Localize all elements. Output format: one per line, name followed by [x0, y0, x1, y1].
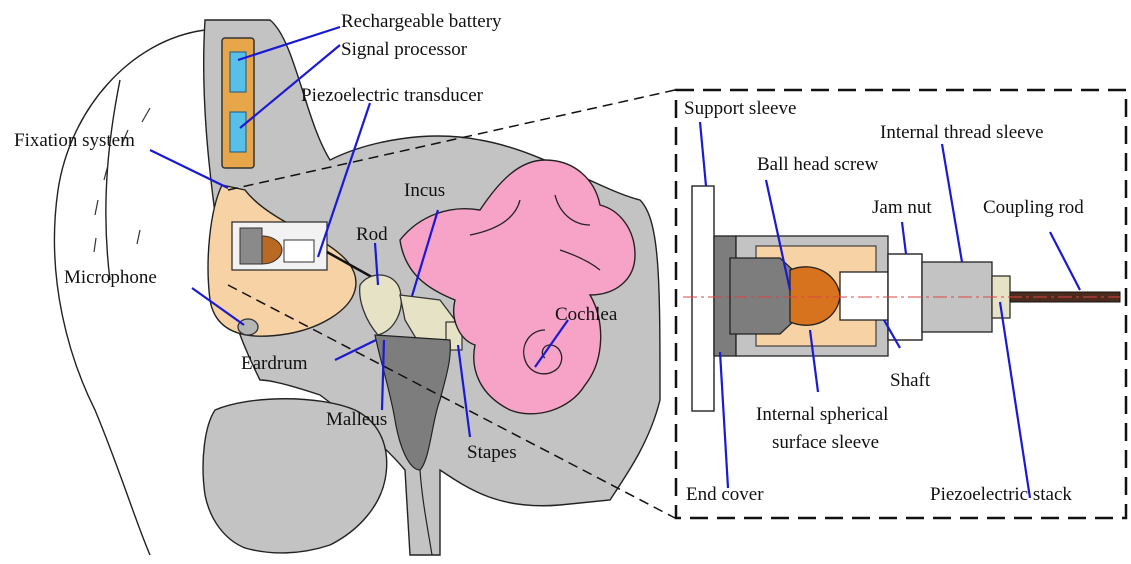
- transducer-detail-panel: [676, 90, 1126, 518]
- outer-ear-inner-curve: [106, 80, 120, 280]
- label-incus: Incus: [404, 180, 445, 201]
- shaft-body: [840, 272, 888, 320]
- processor-chip: [230, 112, 246, 152]
- label-stapes: Stapes: [467, 442, 517, 463]
- thread-sleeve-body: [922, 262, 992, 332]
- label-internal-spherical-line2: surface sleeve: [772, 432, 879, 453]
- support-sleeve-plate: [692, 186, 714, 411]
- outer-ear-outline: [54, 30, 205, 555]
- microphone-body: [238, 319, 258, 335]
- label-internal-thread-sleeve: Internal thread sleeve: [880, 122, 1044, 143]
- label-rod: Rod: [356, 224, 388, 245]
- label-support-sleeve: Support sleeve: [684, 98, 796, 119]
- label-ball-head-screw: Ball head screw: [757, 154, 879, 175]
- label-coupling-rod: Coupling rod: [983, 197, 1084, 218]
- label-piezoelectric-stack: Piezoelectric stack: [930, 484, 1072, 505]
- label-shaft: Shaft: [890, 370, 931, 391]
- label-piezoelectric-transducer: Piezoelectric transducer: [301, 85, 484, 106]
- label-malleus: Malleus: [326, 409, 387, 430]
- label-internal-spherical-line1: Internal spherical: [756, 404, 888, 425]
- label-cochlea: Cochlea: [555, 304, 618, 325]
- label-jam-nut: Jam nut: [872, 197, 932, 218]
- label-rechargeable-battery: Rechargeable battery: [341, 11, 502, 32]
- label-signal-processor: Signal processor: [341, 39, 468, 60]
- label-end-cover: End cover: [686, 484, 764, 505]
- label-microphone: Microphone: [64, 267, 157, 288]
- label-fixation-system: Fixation system: [14, 130, 135, 151]
- label-eardrum: Eardrum: [241, 353, 308, 374]
